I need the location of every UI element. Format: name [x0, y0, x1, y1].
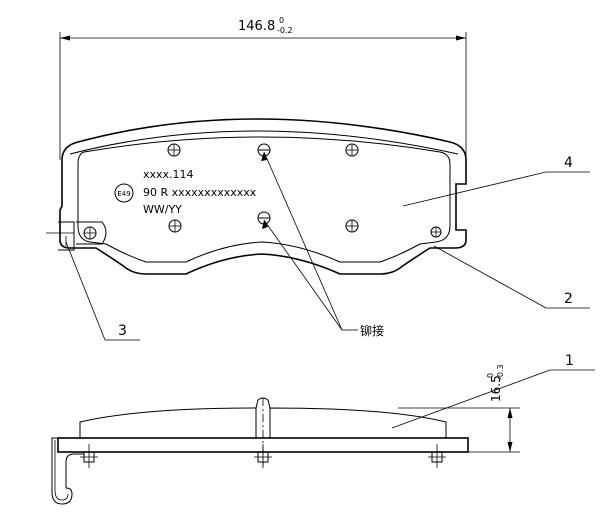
callout-4-label: 4 [564, 155, 573, 171]
thickness-main-text: 16.5 [489, 375, 503, 402]
side-rivet-right [428, 444, 446, 468]
wear-indicator-clip [46, 221, 75, 251]
width-tol-upper: 0 [279, 16, 284, 25]
callout-2-label: 2 [564, 291, 573, 307]
callout-1-label: 1 [565, 353, 574, 369]
rivet-label: 铆接 [360, 323, 384, 338]
clip-body [58, 221, 75, 251]
approval-mark-circle [114, 183, 134, 203]
rivet-hole-2 [345, 143, 359, 157]
rivet-hole-4 [345, 219, 359, 233]
side-friction-material [79, 407, 447, 438]
width-main-text: 146.8 [238, 19, 275, 34]
backing-plate-top-chamfer [69, 130, 459, 155]
thickness-tol-lower: -0.3 [496, 364, 505, 380]
width-arrow-left [60, 35, 70, 41]
width-tol-lower: -0.2 [277, 26, 293, 35]
friction-material [77, 136, 451, 263]
width-dimension: 146.8 0 -0.2 [59, 16, 467, 160]
callout-rivet: 铆接 [261, 151, 384, 338]
thickness-tol-upper: 0 [486, 373, 495, 378]
marking-line-2: 90 R xxxxxxxxxxxxx [143, 186, 257, 199]
callout-1: 1 [391, 353, 595, 429]
callout-2: 2 [433, 245, 590, 309]
side-view [51, 397, 469, 505]
side-rivet-mid [254, 444, 272, 468]
callout-3: 3 [65, 241, 140, 341]
thickness-dimension: 16.5 0 -0.3 [398, 364, 520, 453]
rivet-hole-3 [168, 219, 182, 233]
width-arrow-right [456, 35, 466, 41]
marking-block: xxxx.114 E49 90 R xxxxxxxxxxxxx WW/YY [114, 168, 257, 216]
side-wear-clip [51, 437, 84, 505]
rivet-hole-1 [167, 143, 181, 157]
callout-4: 4 [402, 155, 590, 207]
backing-plate-top-view [59, 118, 467, 275]
approval-mark-text: E49 [117, 190, 130, 198]
friction-material-outline [77, 136, 451, 263]
marking-line-1: xxxx.114 [143, 168, 194, 181]
backing-plate-outline [59, 118, 467, 275]
callout-3-label: 3 [118, 323, 127, 339]
marking-line-3: WW/YY [143, 203, 182, 216]
side-rivet-left [80, 444, 98, 468]
